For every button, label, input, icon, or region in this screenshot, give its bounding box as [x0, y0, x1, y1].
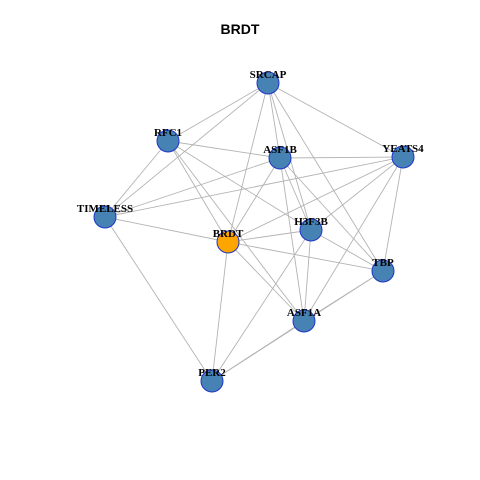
edge-rfc1-brdt	[167, 140, 229, 243]
node-circle-h3f3b	[299, 218, 323, 242]
edge-timeless-per2	[104, 216, 213, 382]
node-circle-asf1a	[292, 309, 316, 333]
edge-yeats4-timeless	[104, 156, 404, 218]
edge-srcap-asf1b	[267, 82, 281, 159]
edge-asf1b-h3f3b	[279, 157, 312, 231]
node-label-asf1a: ASF1A	[287, 307, 321, 319]
edge-srcap-timeless	[104, 82, 269, 218]
edge-asf1b-tbp	[279, 157, 384, 272]
node-label-srcap: SRCAP	[250, 69, 287, 81]
node-srcap: SRCAP	[250, 69, 287, 95]
node-label-yeats4: YEATS4	[382, 143, 424, 155]
edge-timeless-brdt	[104, 216, 229, 243]
node-asf1b: ASF1B	[263, 144, 297, 170]
node-label-per2: PER2	[198, 367, 226, 379]
node-label-asf1b: ASF1B	[263, 144, 297, 156]
edge-rfc1-asf1b	[167, 140, 281, 159]
node-tbp: TBP	[371, 257, 395, 283]
node-label-tbp: TBP	[372, 257, 394, 269]
node-label-rfc1: RFC1	[154, 127, 182, 139]
node-label-timeless: TIMELESS	[77, 203, 133, 215]
node-rfc1: RFC1	[154, 127, 182, 153]
chart-title: BRDT	[220, 21, 260, 37]
node-asf1a: ASF1A	[287, 307, 321, 333]
edge-yeats4-tbp	[382, 156, 404, 272]
node-label-brdt: BRDT	[213, 228, 244, 240]
edge-asf1b-brdt	[227, 157, 281, 243]
edge-brdt-h3f3b	[227, 229, 312, 243]
edge-rfc1-h3f3b	[167, 140, 312, 231]
node-timeless: TIMELESS	[77, 203, 133, 229]
edge-h3f3b-tbp	[310, 229, 384, 272]
node-h3f3b: H3F3B	[294, 216, 328, 242]
edge-rfc1-timeless	[104, 140, 169, 218]
edge-srcap-yeats4	[267, 82, 404, 158]
edge-h3f3b-per2	[211, 229, 312, 382]
edge-asf1b-yeats4	[279, 156, 404, 159]
node-circle-asf1b	[268, 146, 292, 170]
edge-brdt-per2	[211, 241, 229, 382]
edge-srcap-tbp	[267, 82, 384, 272]
edge-yeats4-brdt	[227, 156, 404, 243]
node-label-h3f3b: H3F3B	[294, 216, 328, 228]
node-circle-timeless	[93, 205, 117, 229]
node-circle-tbp	[371, 259, 395, 283]
node-yeats4: YEATS4	[382, 143, 424, 169]
edge-h3f3b-asf1a	[303, 229, 312, 322]
node-circle-yeats4	[391, 145, 415, 169]
node-circle-brdt	[216, 230, 240, 254]
edge-rfc1-asf1a	[167, 140, 305, 322]
edge-asf1b-asf1a	[279, 157, 305, 322]
edge-brdt-tbp	[227, 241, 384, 272]
edge-asf1a-per2	[211, 320, 305, 382]
node-brdt: BRDT	[213, 228, 244, 254]
edge-yeats4-h3f3b	[310, 156, 404, 231]
edge-layer	[104, 82, 404, 382]
edge-brdt-asf1a	[227, 241, 305, 322]
node-circle-per2	[200, 369, 224, 393]
node-circle-rfc1	[156, 129, 180, 153]
edge-yeats4-asf1a	[303, 156, 404, 322]
edge-srcap-rfc1	[167, 82, 269, 142]
edge-asf1b-timeless	[104, 157, 281, 218]
node-circle-srcap	[256, 71, 280, 95]
edge-srcap-brdt	[227, 82, 269, 243]
node-per2: PER2	[198, 367, 226, 393]
